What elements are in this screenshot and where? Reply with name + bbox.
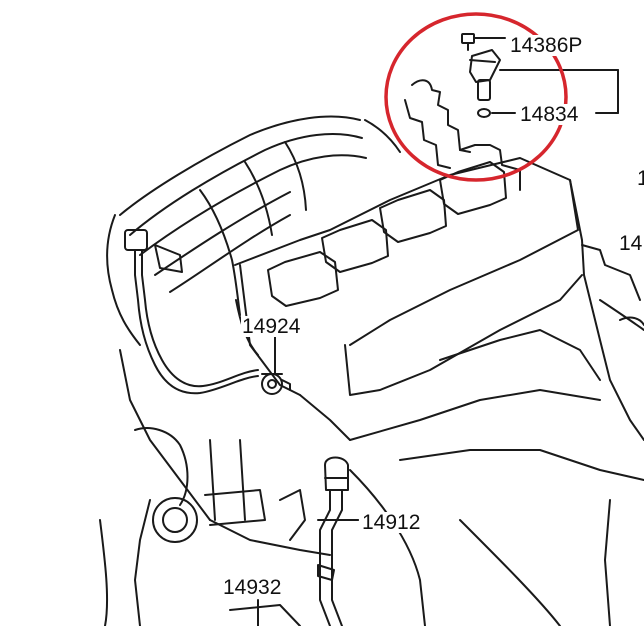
cam-position-sensor <box>461 33 501 118</box>
engine-block-right <box>349 244 644 481</box>
intake-manifold <box>106 115 401 356</box>
part-label-14924: 14924 <box>241 315 302 338</box>
cylinder-head <box>404 79 521 191</box>
harness-wire <box>124 229 259 395</box>
part-label-14834: 14834 <box>519 103 580 126</box>
part-label-cut-upper: 1 <box>636 168 644 189</box>
leader-lines <box>257 37 619 626</box>
knock-sensor <box>261 336 291 395</box>
part-label-14386p: 14386P <box>509 34 584 57</box>
part-label-cut-middle: 14 <box>618 232 644 255</box>
engine-block-lower <box>99 349 611 626</box>
part-label-14912: 14912 <box>361 511 422 534</box>
part-label-14932: 14932 <box>222 576 283 599</box>
sensor-connector <box>317 456 359 626</box>
valve-cover <box>234 157 585 441</box>
highlight-circle <box>384 12 568 182</box>
